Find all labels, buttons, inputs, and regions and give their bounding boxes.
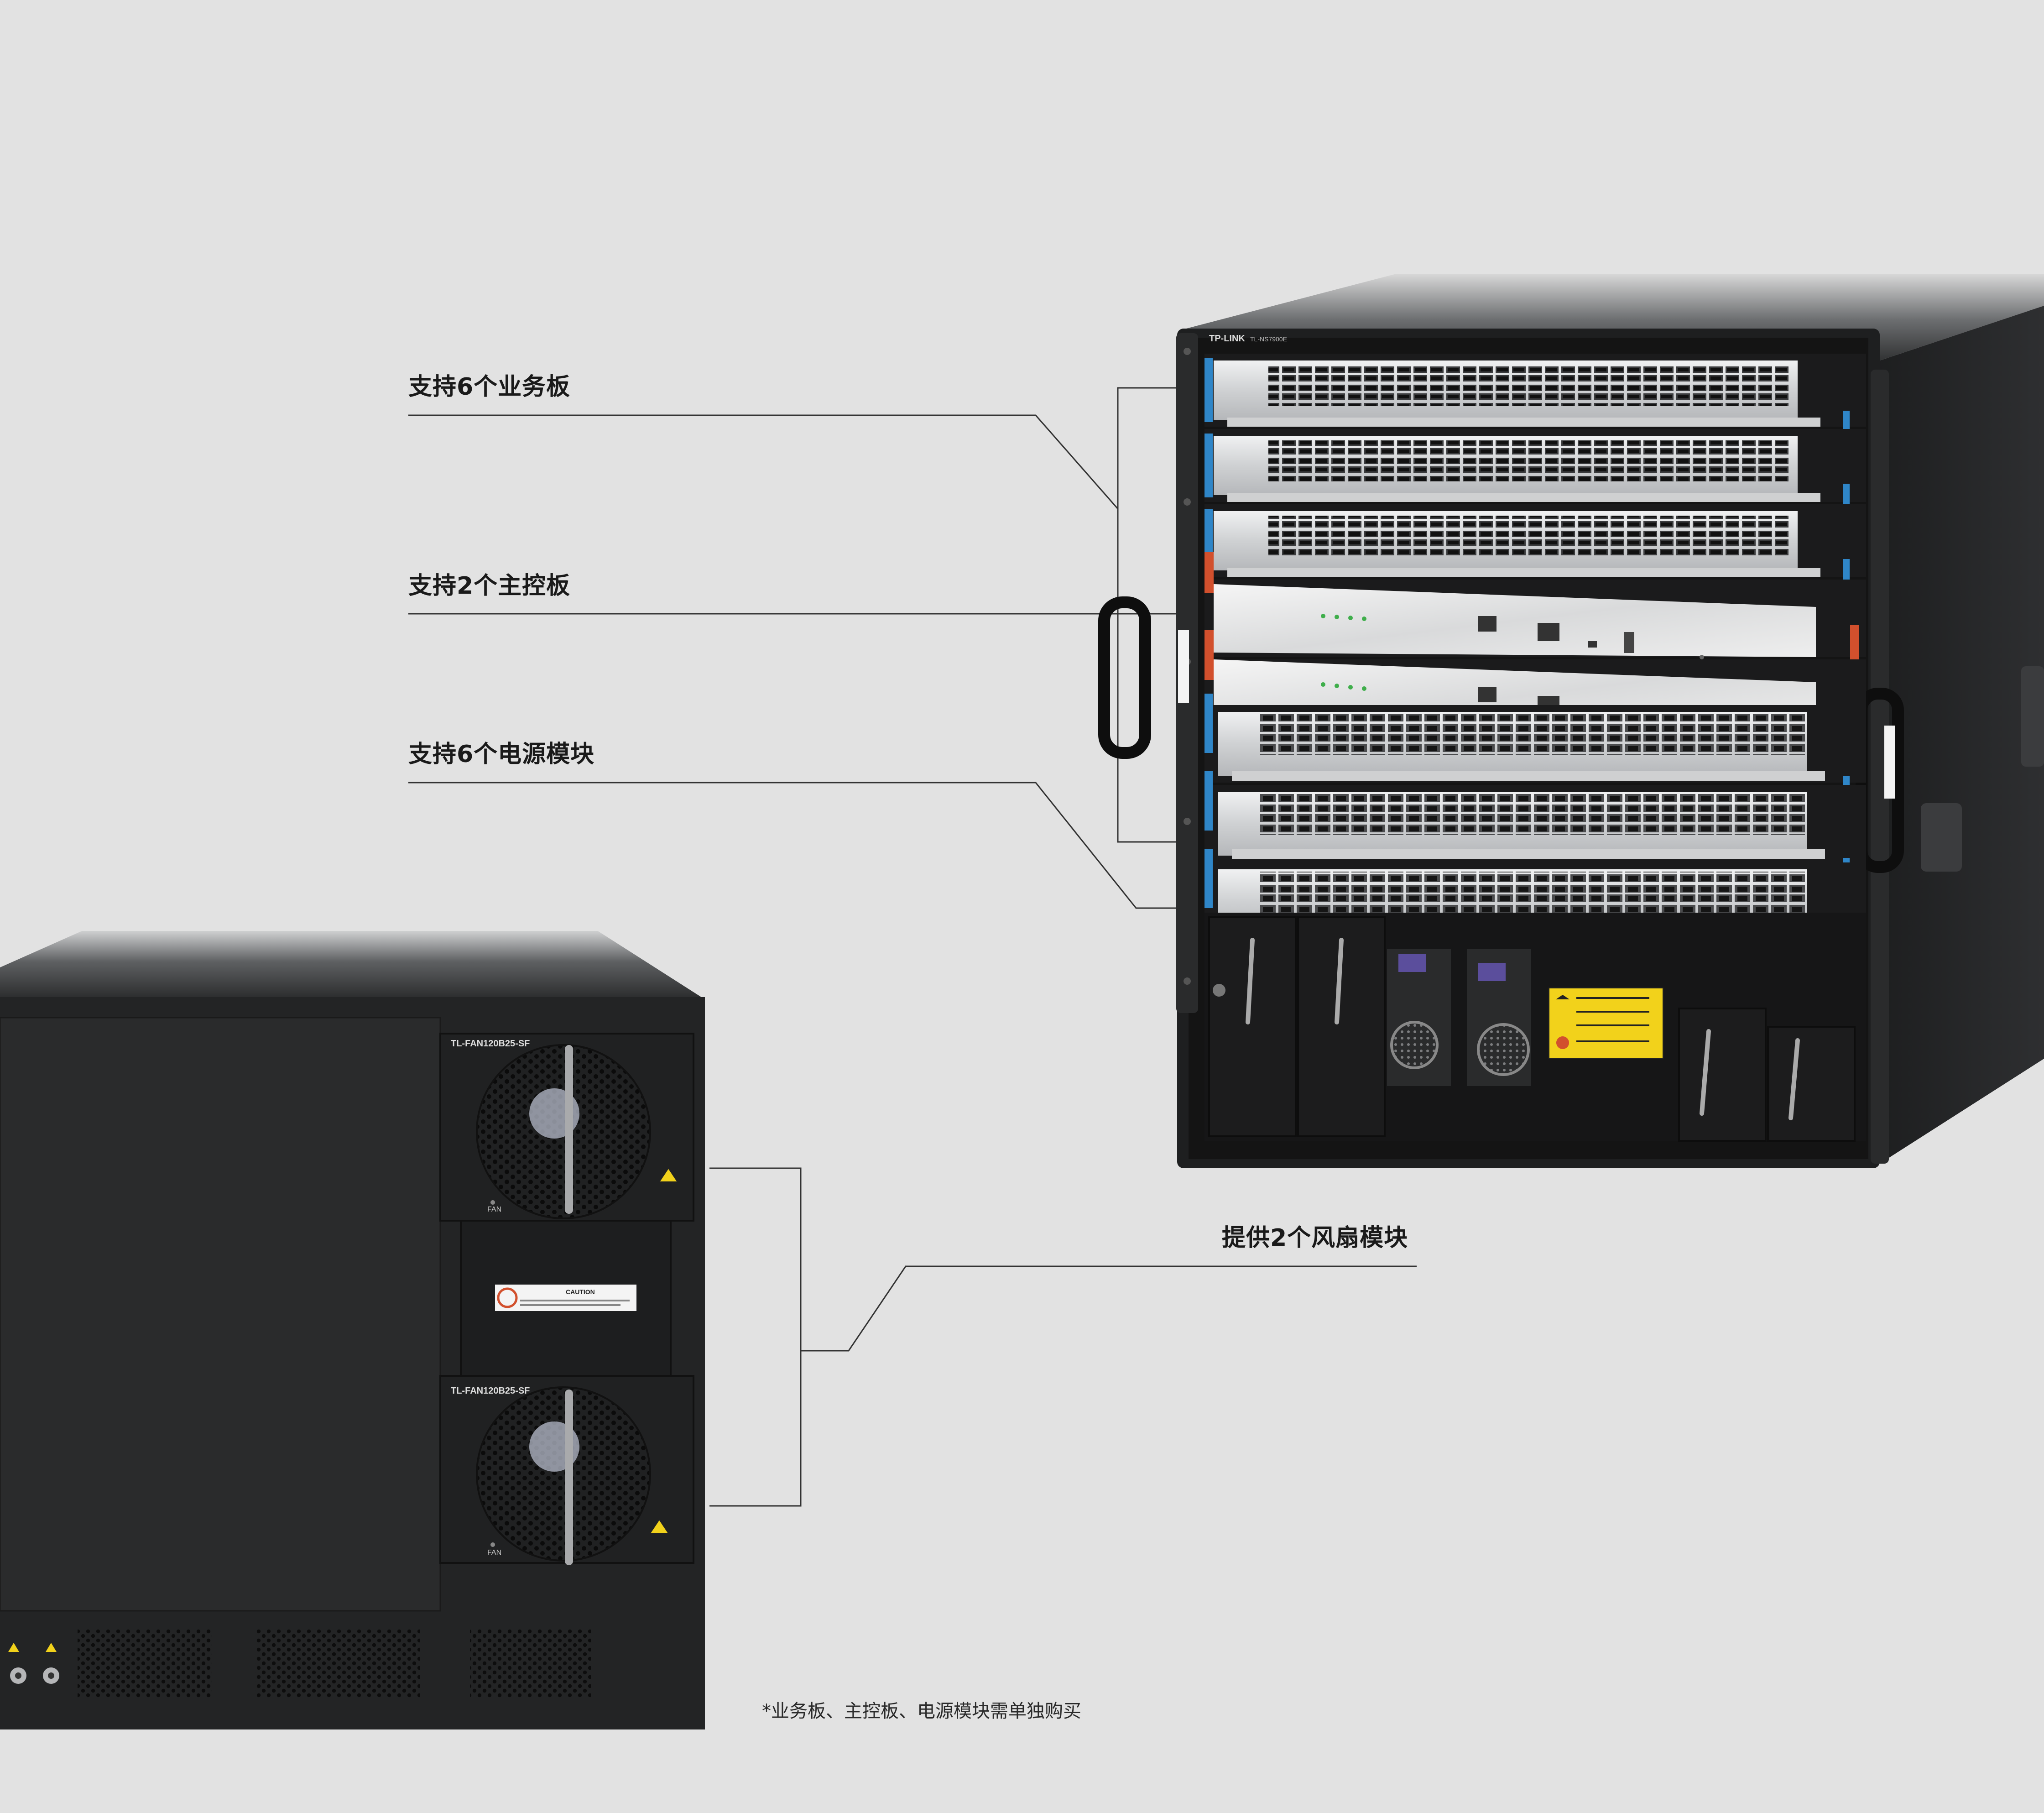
front-chassis-side bbox=[1866, 306, 2044, 1164]
service-board-1 bbox=[1204, 354, 1866, 438]
model-label: TL-NS7900E bbox=[1250, 335, 1287, 343]
fan-module-2: TL-FAN120B25-SF FAN bbox=[439, 1375, 694, 1565]
rear-chassis: TL-FAN120B25-SF FAN CAUTION TL-FAN120B25… bbox=[0, 931, 705, 1729]
fan-2-warning-icon bbox=[649, 1519, 669, 1534]
callout-lines bbox=[408, 387, 1417, 1507]
service-board-2 bbox=[1204, 429, 1866, 511]
main-control-board-1 bbox=[1204, 552, 1866, 675]
bracket-service-boards bbox=[1117, 387, 1184, 509]
bracket-fan-modules bbox=[709, 1167, 802, 1507]
callout-power-modules: 支持6个电源模块 bbox=[408, 741, 595, 768]
side-handle-2 bbox=[2021, 666, 2044, 767]
leader-service-boards bbox=[408, 414, 1119, 509]
fan-1-label: FAN bbox=[487, 1206, 501, 1213]
rear-vent-1 bbox=[78, 1629, 212, 1698]
fan-module-1: TL-FAN120B25-SF FAN bbox=[439, 1033, 694, 1222]
fan-2-handle bbox=[565, 1390, 573, 1565]
service-board-4 bbox=[1204, 694, 1866, 803]
fan-module-2-model: TL-FAN120B25-SF bbox=[451, 1386, 530, 1396]
power-fan-1 bbox=[1390, 1021, 1439, 1069]
fan-2-grill bbox=[476, 1386, 651, 1562]
rear-vent-2 bbox=[256, 1629, 420, 1698]
front-handle-left bbox=[1098, 596, 1151, 759]
rear-panel-left bbox=[0, 1017, 441, 1612]
front-caution-label-right bbox=[1884, 726, 1895, 799]
power-fan-2 bbox=[1477, 1023, 1530, 1076]
power-warning-label bbox=[1549, 987, 1663, 1059]
rear-caution-text: CAUTION bbox=[566, 1288, 595, 1296]
leader-fan-modules bbox=[801, 1265, 1417, 1352]
bracket-lower bbox=[1117, 509, 1184, 843]
front-chassis: TP-LINK TL-NS7900E bbox=[1098, 274, 2044, 1168]
service-board-5 bbox=[1204, 771, 1866, 885]
power-slot-6 bbox=[1767, 1026, 1856, 1142]
leader-power-modules bbox=[408, 782, 1184, 909]
callout-main-control-boards: 支持2个主控板 bbox=[408, 572, 571, 600]
rear-caution-plate: CAUTION bbox=[460, 1220, 672, 1377]
brand-label: TP-LINK bbox=[1209, 334, 1245, 344]
fan-module-1-model: TL-FAN120B25-SF bbox=[451, 1039, 530, 1049]
rack-ear-right bbox=[1871, 370, 1889, 1164]
rear-vent-3 bbox=[470, 1629, 591, 1698]
fan-1-warning-icon bbox=[658, 1167, 678, 1182]
service-board-3 bbox=[1204, 504, 1866, 586]
footnote: *业务板、主控板、电源模块需单独购买 bbox=[762, 1701, 1081, 1722]
power-module-bay bbox=[1204, 913, 1866, 1142]
fan-2-label: FAN bbox=[487, 1549, 501, 1557]
fan-1-handle bbox=[565, 1045, 573, 1214]
power-slot-5 bbox=[1678, 1008, 1767, 1142]
callout-service-boards: 支持6个业务板 bbox=[408, 373, 571, 401]
rear-chassis-top bbox=[0, 931, 705, 999]
side-handle bbox=[1921, 803, 1962, 872]
front-caution-label-left bbox=[1178, 630, 1189, 703]
callout-fan-modules: 提供2个风扇模块 bbox=[1222, 1224, 1408, 1252]
